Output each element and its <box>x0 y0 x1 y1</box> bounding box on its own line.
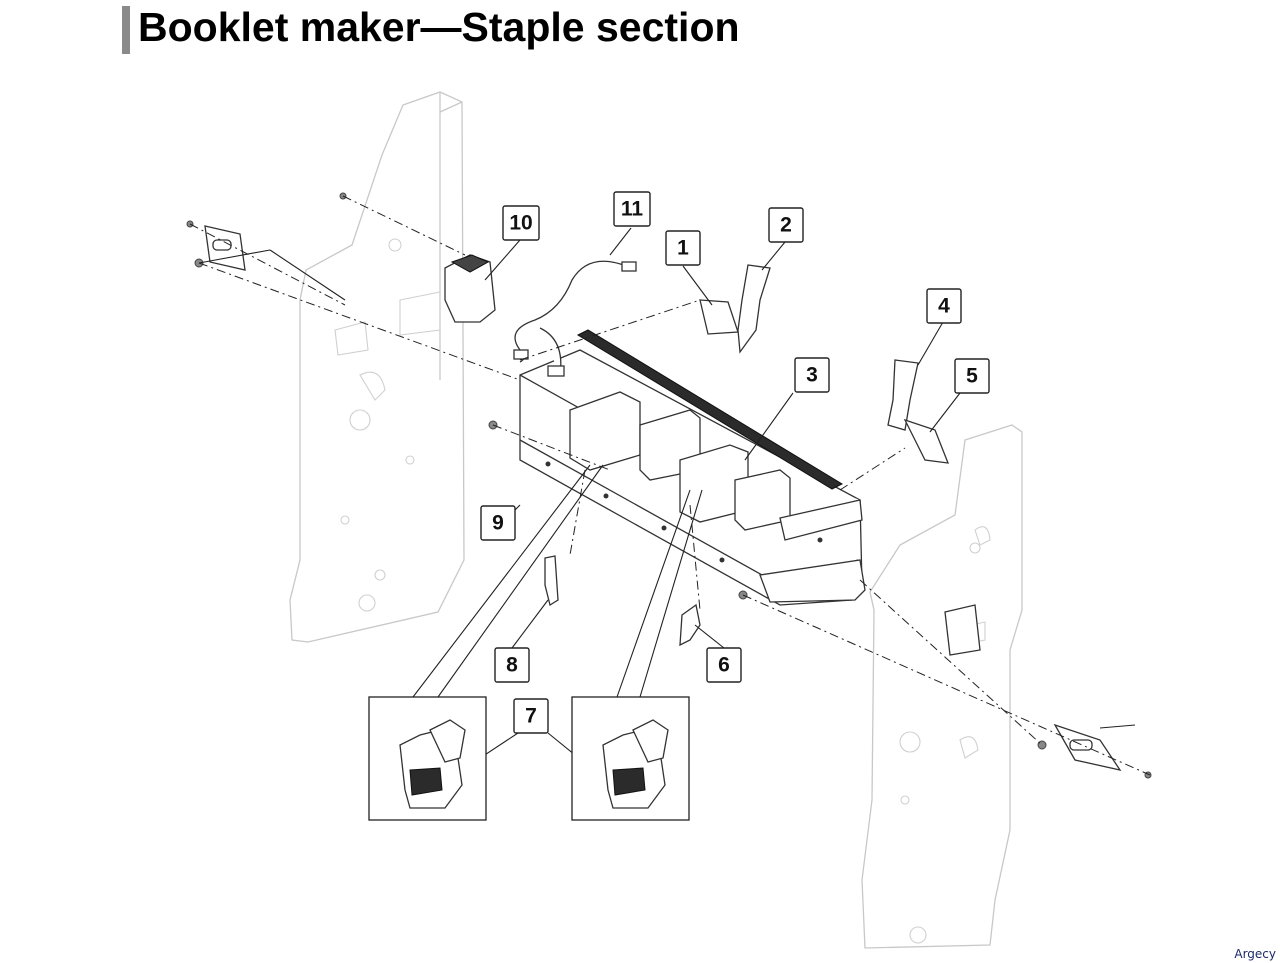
svg-text:3: 3 <box>806 364 818 387</box>
watermark-text: Argecy <box>1234 947 1276 961</box>
cover-part-10 <box>444 254 496 323</box>
sheet-parts <box>699 264 950 464</box>
page-title: Booklet maker—Staple section <box>138 4 740 50</box>
left-end-bracket <box>186 192 498 430</box>
callout-7: 7 <box>513 698 549 734</box>
cable-harness-part-11 <box>513 260 637 377</box>
left-side-frame <box>289 91 465 643</box>
bracket-parts <box>544 555 701 647</box>
callout-6: 6 <box>706 647 742 683</box>
right-end-bracket <box>738 590 1152 779</box>
callout-9: 9 <box>480 505 516 541</box>
svg-text:9: 9 <box>492 512 504 535</box>
callout-3: 3 <box>794 357 830 393</box>
assembly-guide-lines <box>189 195 1151 776</box>
callout-2: 2 <box>768 207 804 243</box>
svg-text:5: 5 <box>966 365 978 388</box>
detail-inset-left <box>368 696 487 821</box>
callout-4: 4 <box>926 288 962 324</box>
callout-11: 11 <box>613 191 651 227</box>
staple-frame-assembly <box>519 329 866 606</box>
svg-text:10: 10 <box>509 212 532 235</box>
svg-text:8: 8 <box>506 654 518 677</box>
callout-5: 5 <box>954 358 990 394</box>
title-accent-bar <box>122 6 130 54</box>
callout-leader-lines <box>198 227 1136 791</box>
svg-text:11: 11 <box>621 198 644 221</box>
callout-8: 8 <box>494 647 530 683</box>
right-side-frame <box>861 424 1023 949</box>
detail-inset-right <box>571 696 690 821</box>
svg-text:6: 6 <box>718 654 730 677</box>
callout-10: 10 <box>502 205 540 241</box>
svg-text:1: 1 <box>677 237 689 260</box>
callout-1: 1 <box>665 230 701 266</box>
svg-text:7: 7 <box>525 705 537 728</box>
svg-text:2: 2 <box>780 214 792 237</box>
svg-text:4: 4 <box>938 295 950 318</box>
